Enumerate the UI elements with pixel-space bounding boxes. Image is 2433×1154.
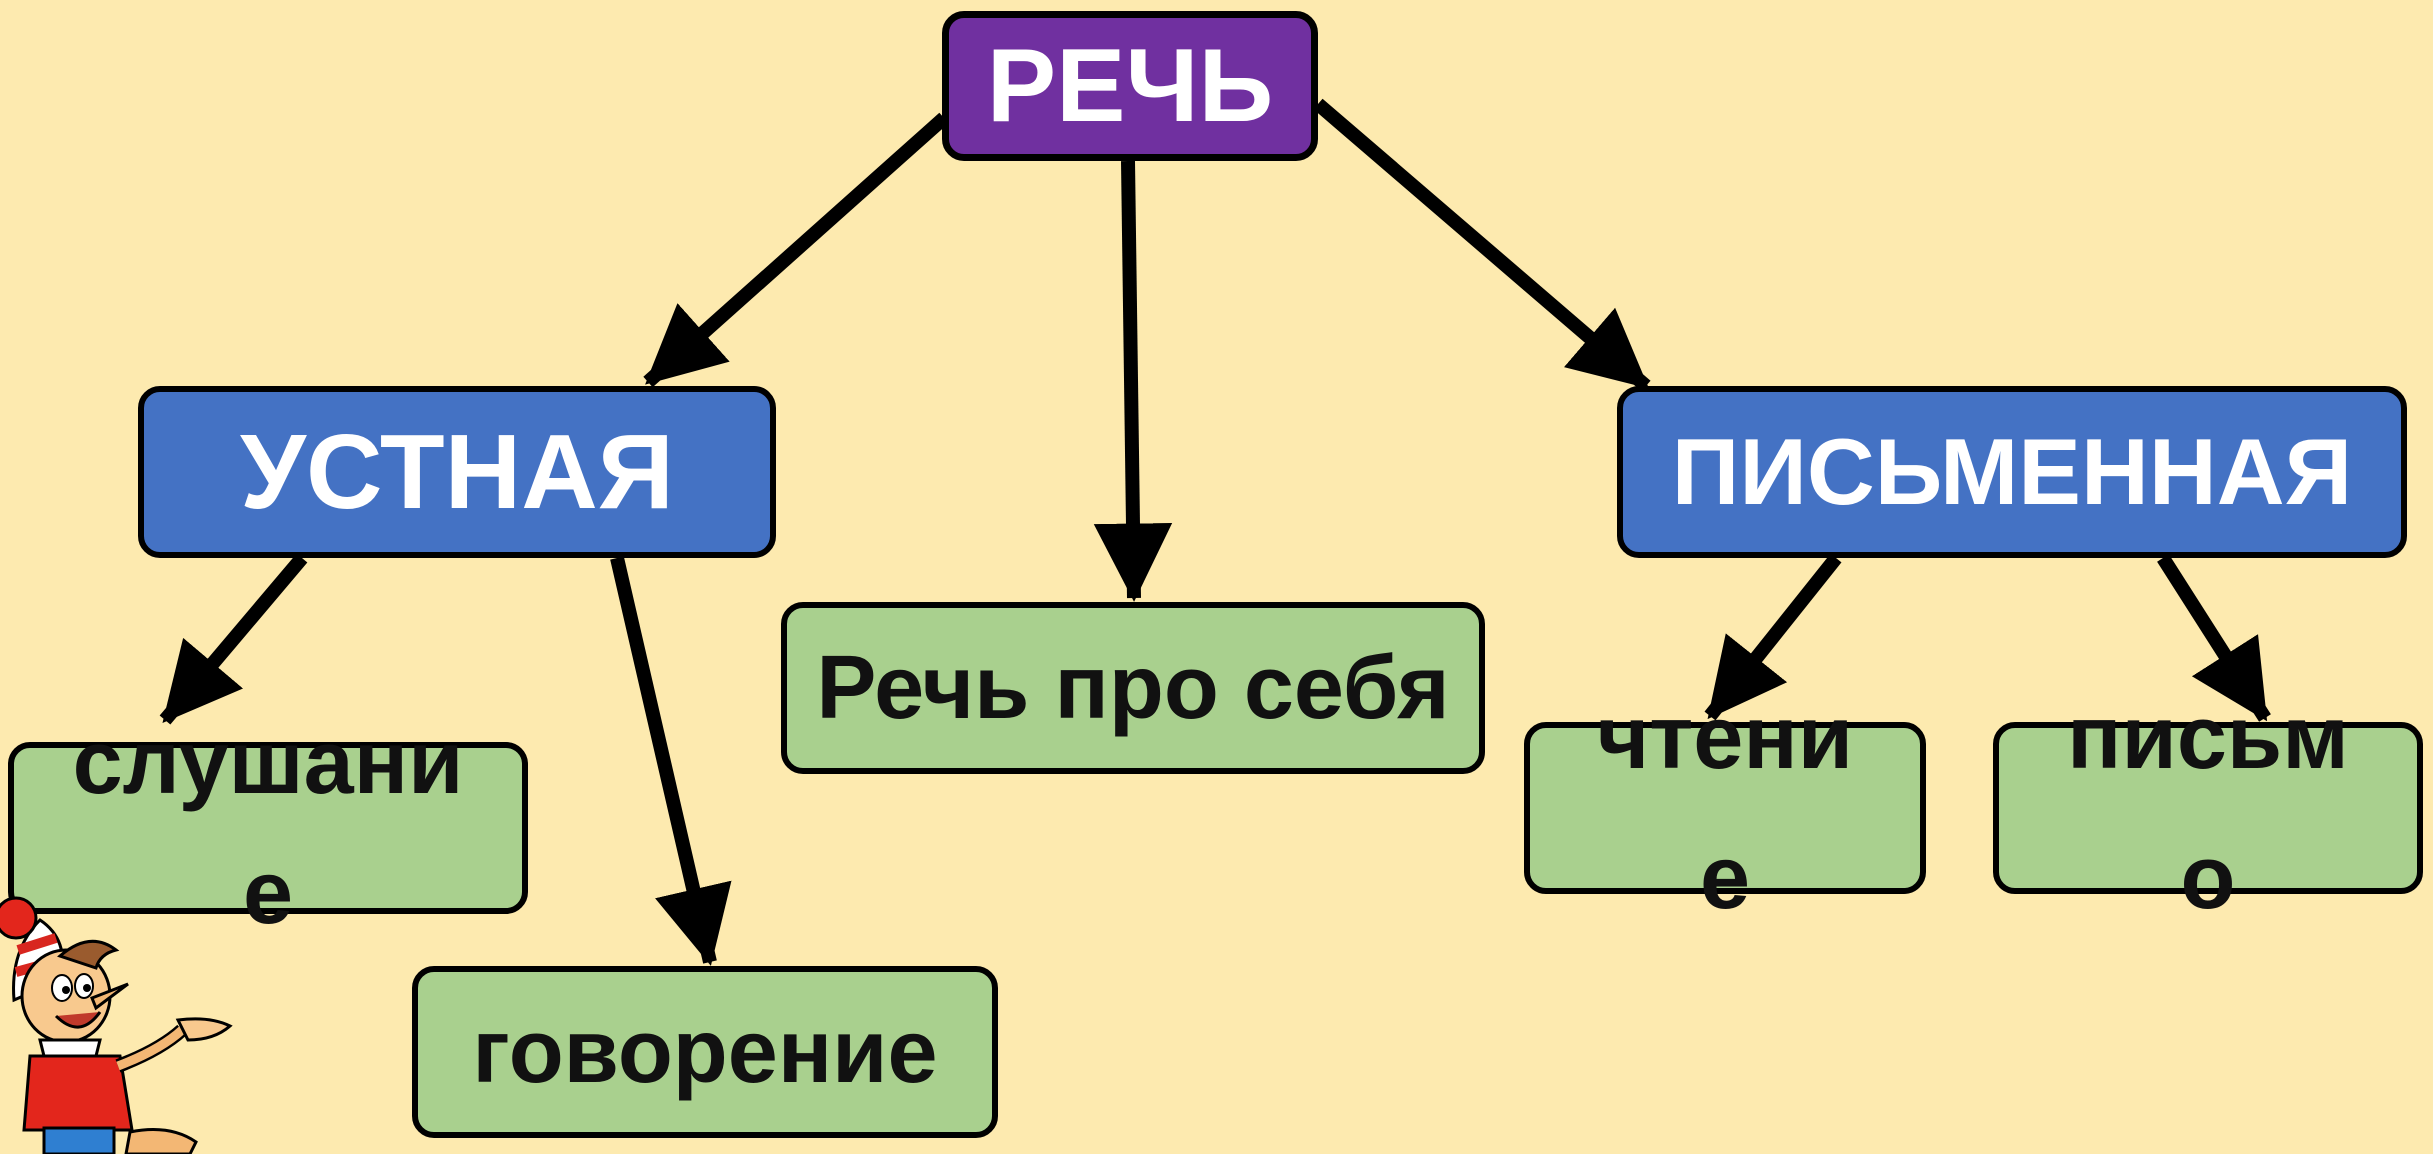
arrow-oral-to-listening — [159, 553, 308, 725]
arrow-root-to-written — [1313, 98, 1651, 392]
arrow-oral-to-speaking — [610, 556, 732, 966]
node-oral: УСТНАЯ — [138, 386, 776, 558]
node-writing-label: письмо — [2067, 688, 2349, 928]
node-written: ПИСЬМЕННАЯ — [1617, 386, 2407, 558]
arrow-written-to-writing — [2157, 554, 2271, 722]
arrow-root-to-inner — [1093, 160, 1173, 602]
node-reading: чтение — [1524, 688, 1926, 928]
pinocchio-cartoon-icon — [0, 896, 233, 1154]
node-inner-speech: Речь про себя — [781, 602, 1485, 774]
node-written-label: ПИСЬМЕННАЯ — [1671, 419, 2353, 524]
node-inner-speech-label: Речь про себя — [816, 638, 1450, 738]
node-speech: РЕЧЬ — [942, 11, 1318, 161]
arrow-root-to-oral — [643, 112, 949, 388]
arrow-written-to-reading — [1704, 553, 1842, 721]
node-oral-label: УСТНАЯ — [240, 413, 674, 531]
node-reading-label: чтение — [1596, 688, 1854, 928]
node-writing: письмо — [1993, 688, 2423, 928]
node-speech-label: РЕЧЬ — [986, 28, 1274, 144]
node-listening: слушание — [8, 713, 528, 943]
node-listening-label: слушание — [72, 713, 464, 943]
node-speaking-label: говорение — [472, 1002, 938, 1102]
node-speaking: говорение — [412, 966, 998, 1138]
